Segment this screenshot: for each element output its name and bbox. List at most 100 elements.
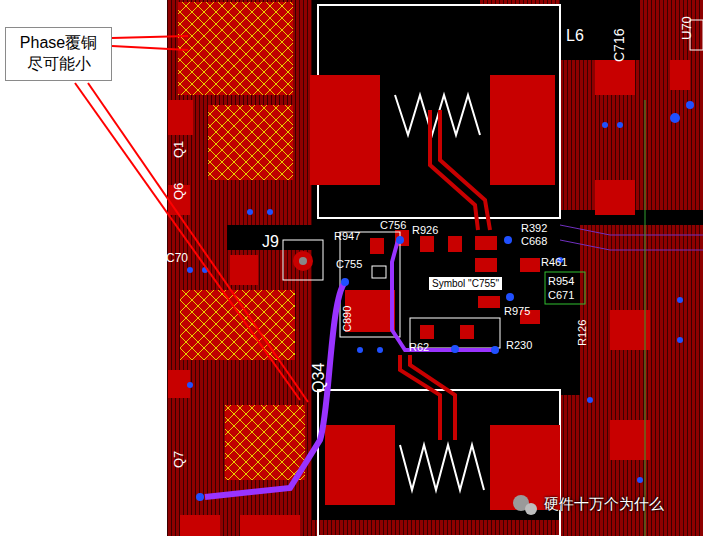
vias-part — [187, 382, 193, 388]
inductor-top — [310, 5, 560, 218]
small-parts-part — [520, 258, 540, 272]
traces-part — [560, 240, 703, 250]
vias-part — [377, 347, 383, 353]
leader-lines-part — [75, 83, 300, 400]
part-designator: R947 — [334, 231, 360, 242]
part-designator: J9 — [262, 234, 279, 250]
vias-part — [196, 493, 204, 501]
symbol-tooltip: Symbol "C755" — [428, 276, 503, 291]
parts-right-part — [670, 60, 690, 90]
vias-part — [686, 101, 694, 109]
part-designator: Q1 — [172, 141, 185, 158]
copper-pour-part — [312, 520, 560, 536]
part-designator: R392 — [521, 223, 547, 234]
parts-right-part — [610, 420, 650, 460]
pcb-ground — [167, 0, 703, 536]
part-designator: C716 — [612, 29, 626, 62]
vias-part — [504, 236, 512, 244]
copper-pour-part — [560, 395, 620, 536]
leader-lines — [75, 36, 308, 402]
small-parts-part — [293, 251, 313, 271]
vias-part — [187, 267, 193, 273]
mosfet-pads-part — [180, 515, 220, 536]
small-parts-part — [475, 258, 497, 272]
mosfet-pads-part — [240, 515, 300, 536]
wechat-icon — [513, 495, 537, 515]
traces-part — [400, 355, 440, 440]
copper-pour-part — [640, 0, 703, 60]
mosfet-pads-part — [168, 100, 193, 135]
vias-part — [357, 347, 363, 353]
inductor-top-part — [310, 75, 380, 185]
traces-part — [392, 240, 495, 350]
part-designator: C671 — [548, 290, 574, 301]
vias-part — [677, 297, 683, 303]
part-designator: R126 — [577, 320, 588, 346]
small-parts — [283, 230, 540, 348]
part-designator: Q34 — [311, 363, 327, 393]
vias-part — [396, 236, 404, 244]
vias — [187, 101, 694, 501]
small-parts-part — [283, 240, 323, 280]
vias-part — [451, 345, 459, 353]
mosfet-pads — [168, 2, 305, 536]
part-designator: U70 — [680, 16, 693, 40]
vias-part — [637, 477, 643, 483]
traces-part — [560, 225, 703, 235]
vias-part — [506, 293, 514, 301]
traces-part — [205, 282, 345, 497]
watermark: 硬件十万个为什么 — [544, 496, 664, 511]
part-designator: C756 — [380, 220, 406, 231]
mosfet-pads-part — [178, 2, 293, 95]
small-parts-part — [372, 266, 386, 278]
part-designator: C890 — [342, 306, 353, 332]
vias-part — [670, 113, 680, 123]
leader-lines-part — [112, 46, 188, 50]
vias-part — [341, 278, 349, 286]
mosfet-pads-part — [208, 105, 293, 180]
leader-lines-part — [112, 36, 188, 38]
vias-part — [677, 337, 683, 343]
small-parts-part — [478, 296, 500, 308]
vias-part — [267, 209, 273, 215]
traces-part — [410, 355, 455, 440]
mosfet-pads-part — [225, 405, 305, 480]
callout-box: Phase覆铜 尽可能小 — [5, 27, 112, 81]
inductor-top-part — [490, 75, 555, 185]
small-parts-part — [299, 257, 307, 265]
parts-right-part — [610, 310, 650, 350]
traces-part — [430, 110, 478, 230]
part-designator: R230 — [506, 340, 532, 351]
pcb-ground-part — [167, 0, 703, 536]
leader-lines-part — [88, 83, 308, 402]
vias-part — [587, 397, 593, 403]
vias-part — [247, 209, 253, 215]
inductor-bottom-part — [400, 445, 484, 490]
small-parts-part — [448, 236, 462, 252]
small-parts-part — [370, 238, 384, 254]
part-designator: C755 — [336, 259, 362, 270]
copper-pour-part — [167, 225, 227, 250]
wechat-icon-part — [525, 503, 537, 515]
part-designator: R62 — [409, 342, 429, 353]
parts-right — [545, 20, 703, 460]
copper-pour — [167, 0, 703, 536]
small-parts-part — [420, 325, 434, 339]
vias-part — [491, 346, 499, 354]
traces-part — [645, 100, 646, 536]
part-designator: L6 — [566, 28, 584, 44]
parts-right-part — [545, 272, 585, 304]
part-designator: R461 — [541, 257, 567, 268]
vias-part — [602, 122, 608, 128]
copper-pour-part — [167, 0, 312, 225]
traces — [205, 100, 703, 536]
inductor-bottom-part — [325, 425, 395, 505]
part-designator: C668 — [521, 236, 547, 247]
small-parts-part — [420, 236, 434, 252]
part-designator: R926 — [412, 225, 438, 236]
callout-text: Phase覆铜 尽可能小 — [12, 33, 105, 75]
mosfet-pads-part — [230, 255, 258, 285]
parts-right-part — [595, 180, 635, 215]
part-designator: Q7 — [172, 451, 185, 468]
